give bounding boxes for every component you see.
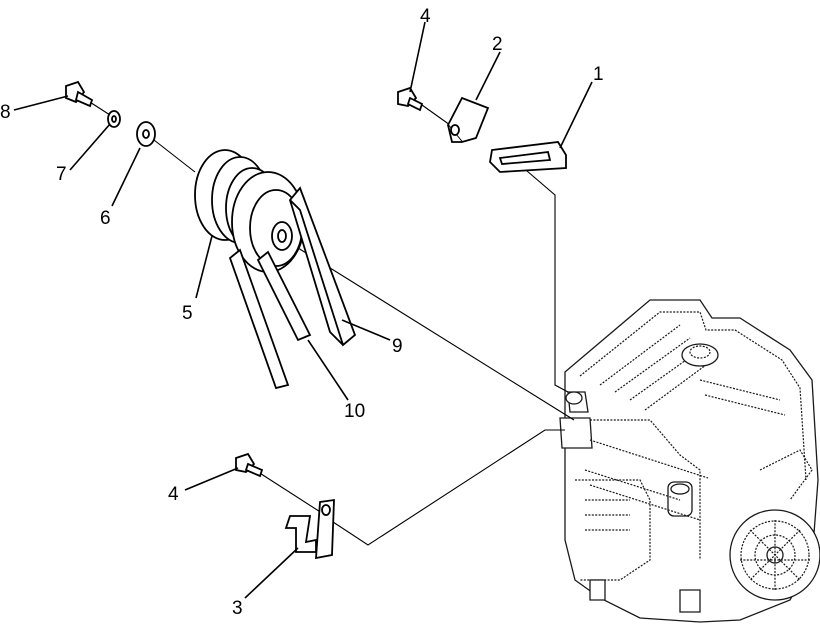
callout-6: 6 bbox=[100, 208, 111, 229]
callout-4-lower: 4 bbox=[168, 484, 179, 505]
lock-washer-icon bbox=[107, 110, 121, 128]
callout-1: 1 bbox=[593, 64, 604, 85]
callout-2: 2 bbox=[492, 34, 503, 55]
callout-10: 10 bbox=[344, 401, 365, 422]
belt-10-icon bbox=[228, 248, 312, 390]
adjusting-arm-icon bbox=[284, 498, 335, 560]
bolt-4-upper-icon bbox=[397, 86, 424, 112]
callout-9: 9 bbox=[392, 336, 403, 357]
belt-9-icon bbox=[288, 186, 357, 347]
flat-washer-icon bbox=[136, 121, 156, 147]
bolt-4-lower-icon bbox=[235, 452, 264, 478]
callout-4-upper: 4 bbox=[420, 6, 431, 27]
callout-5: 5 bbox=[182, 303, 193, 324]
pulley-icon bbox=[194, 149, 305, 273]
bolt-8-icon bbox=[65, 80, 94, 108]
engine-assembly bbox=[559, 299, 820, 623]
tensioner-plate-icon bbox=[489, 141, 567, 173]
callout-3: 3 bbox=[232, 598, 243, 619]
callout-7: 7 bbox=[56, 164, 67, 185]
callout-leaders bbox=[13, 21, 593, 599]
callout-labels: 1 2 3 4 4 5 6 7 8 9 10 bbox=[0, 6, 604, 619]
bracket-icon bbox=[446, 96, 490, 144]
callout-8: 8 bbox=[0, 102, 11, 123]
